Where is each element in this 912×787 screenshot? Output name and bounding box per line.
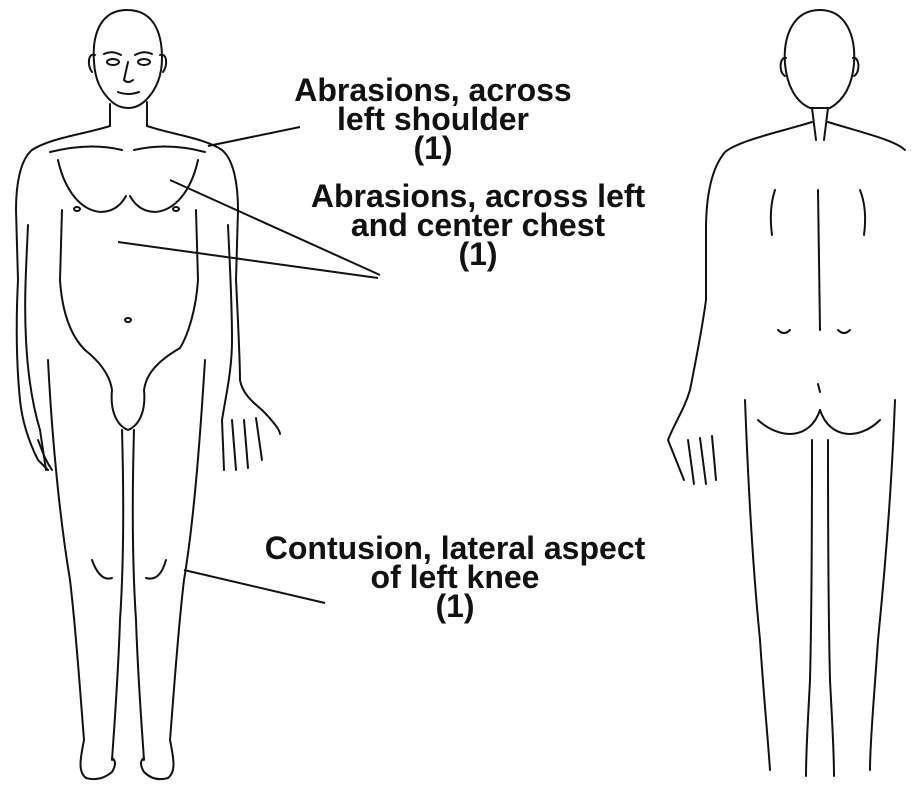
annotation-chest-line-3: (1) <box>282 240 674 269</box>
back-body-figure <box>668 10 905 776</box>
annotation-shoulder-line-3: (1) <box>268 134 598 163</box>
annotation-knee-line-3: (1) <box>232 592 678 621</box>
front-body-figure <box>16 10 280 779</box>
annotation-shoulder: Abrasions, across left shoulder (1) <box>268 76 598 162</box>
annotation-knee: Contusion, lateral aspect of left knee (… <box>232 534 678 620</box>
annotation-chest: Abrasions, across left and center chest … <box>282 182 674 268</box>
